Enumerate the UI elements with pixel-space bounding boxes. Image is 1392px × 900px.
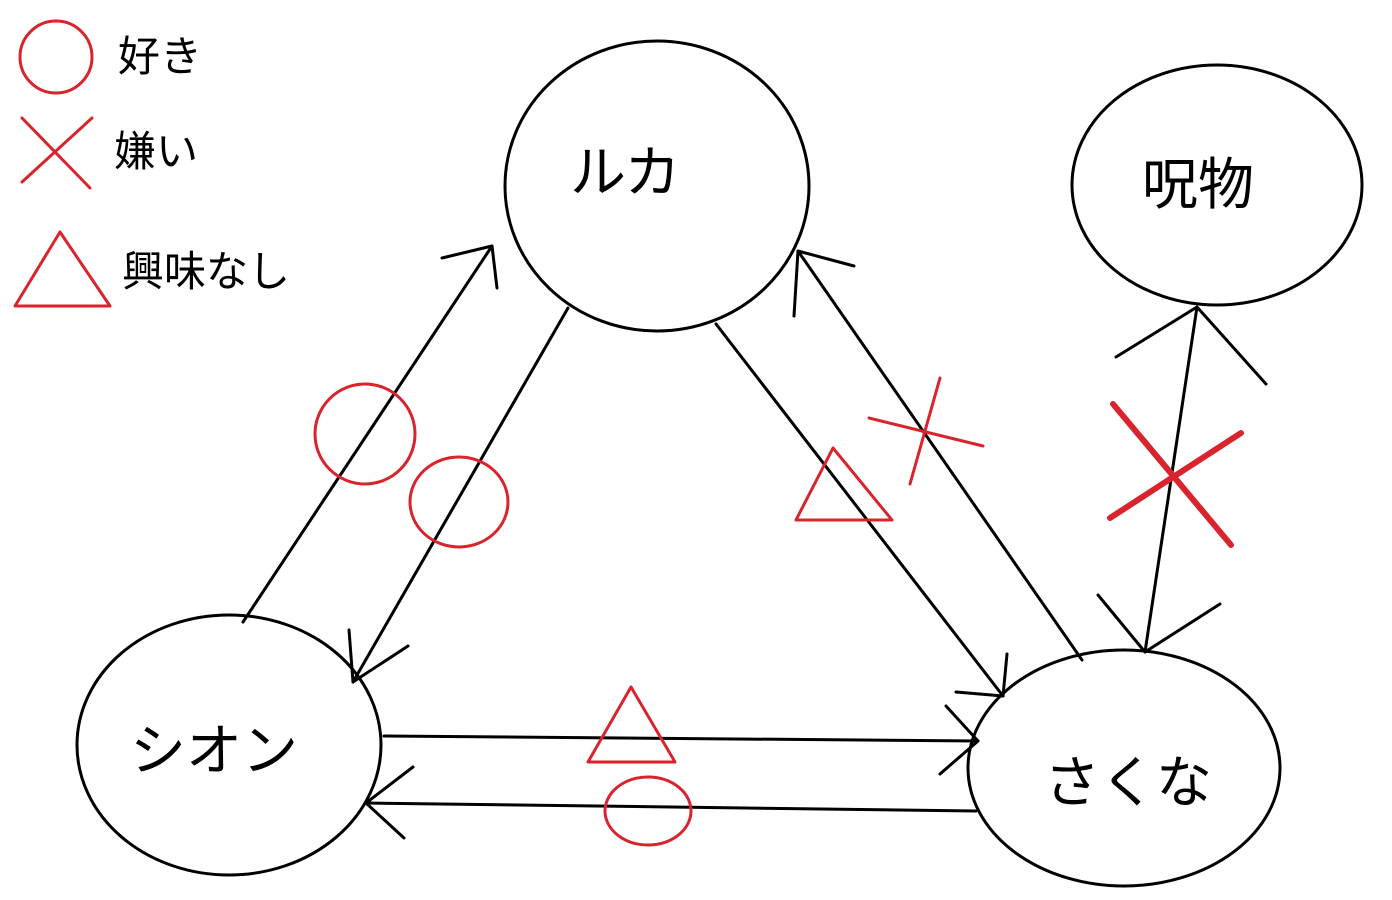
arrow-ruka-to-sakuna — [714, 322, 1009, 698]
legend: 好き 嫌い 興味なし — [13, 19, 290, 308]
node-ruka-ellipse — [503, 39, 811, 333]
like-circle-icon-ruka-to-shion — [408, 455, 510, 549]
arrow-shion-to-sakuna — [382, 704, 980, 776]
node-sakuna-ellipse — [966, 648, 1282, 888]
node-sakuna: さくな — [966, 648, 1282, 888]
arrow-sakuna-to-jubutsu — [1096, 305, 1268, 654]
node-jubutsu-label: 呪物 — [1142, 153, 1254, 218]
indifferent-triangle-icon-shion-to-sakuna — [586, 685, 677, 764]
node-ruka-label: ルカ — [570, 141, 680, 206]
arrow-sakuna-to-ruka — [792, 249, 1084, 662]
indifferent-triangle-icon-ruka-to-sakuna — [794, 446, 894, 522]
arrow-ruka-to-shion — [347, 306, 570, 684]
dislike-cross-icon-sakuna-to-jubutsu — [1107, 401, 1244, 548]
like-circle-icon-shion-to-ruka — [313, 382, 417, 486]
legend-dislike-label: 嫌い — [114, 127, 198, 176]
node-shion: シオン — [75, 613, 383, 877]
arrow-shion-to-ruka — [241, 244, 499, 624]
legend-like-circle-icon — [18, 19, 94, 95]
like-circle-icon-sakuna-to-shion — [603, 775, 693, 847]
node-jubutsu-ellipse — [1070, 63, 1364, 307]
arrow-sakuna-to-shion — [364, 765, 978, 840]
node-shion-label: シオン — [130, 719, 298, 784]
dislike-cross-icon-sakuna-to-ruka — [867, 376, 985, 486]
legend-indifferent-triangle-icon — [13, 230, 112, 308]
legend-like-label: 好き — [118, 32, 202, 81]
node-sakuna-label: さくな — [1044, 751, 1212, 816]
node-jubutsu: 呪物 — [1070, 63, 1364, 307]
node-ruka: ルカ — [503, 39, 811, 333]
legend-indifferent-label: 興味なし — [122, 247, 290, 296]
node-shion-ellipse — [75, 613, 383, 877]
legend-dislike-cross-icon — [20, 116, 94, 190]
